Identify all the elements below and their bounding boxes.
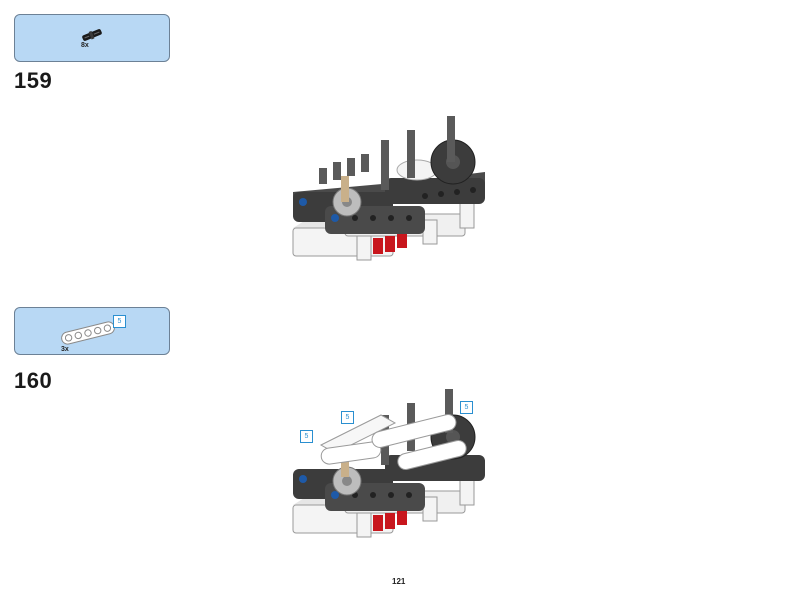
part-length-tag: 5 (460, 401, 473, 414)
parts-callout-step-160: 5 3x (14, 307, 170, 355)
step-number: 160 (14, 368, 53, 393)
model-illustration-step-159 (292, 116, 485, 261)
step-number: 159 (14, 68, 53, 93)
part-length-tag: 5 (300, 430, 313, 443)
part-length-tag: 5 (113, 315, 126, 328)
liftarm-beam-icon (61, 321, 115, 345)
model-illustration-step-160 (292, 389, 485, 538)
part-length-tag: 5 (341, 411, 354, 424)
part-quantity: 8x (81, 42, 89, 49)
part-quantity: 3x (61, 346, 69, 353)
parts-callout-step-159: 8x (14, 14, 170, 62)
axle-pin-icon (82, 29, 102, 41)
page-number: 121 (392, 577, 406, 586)
